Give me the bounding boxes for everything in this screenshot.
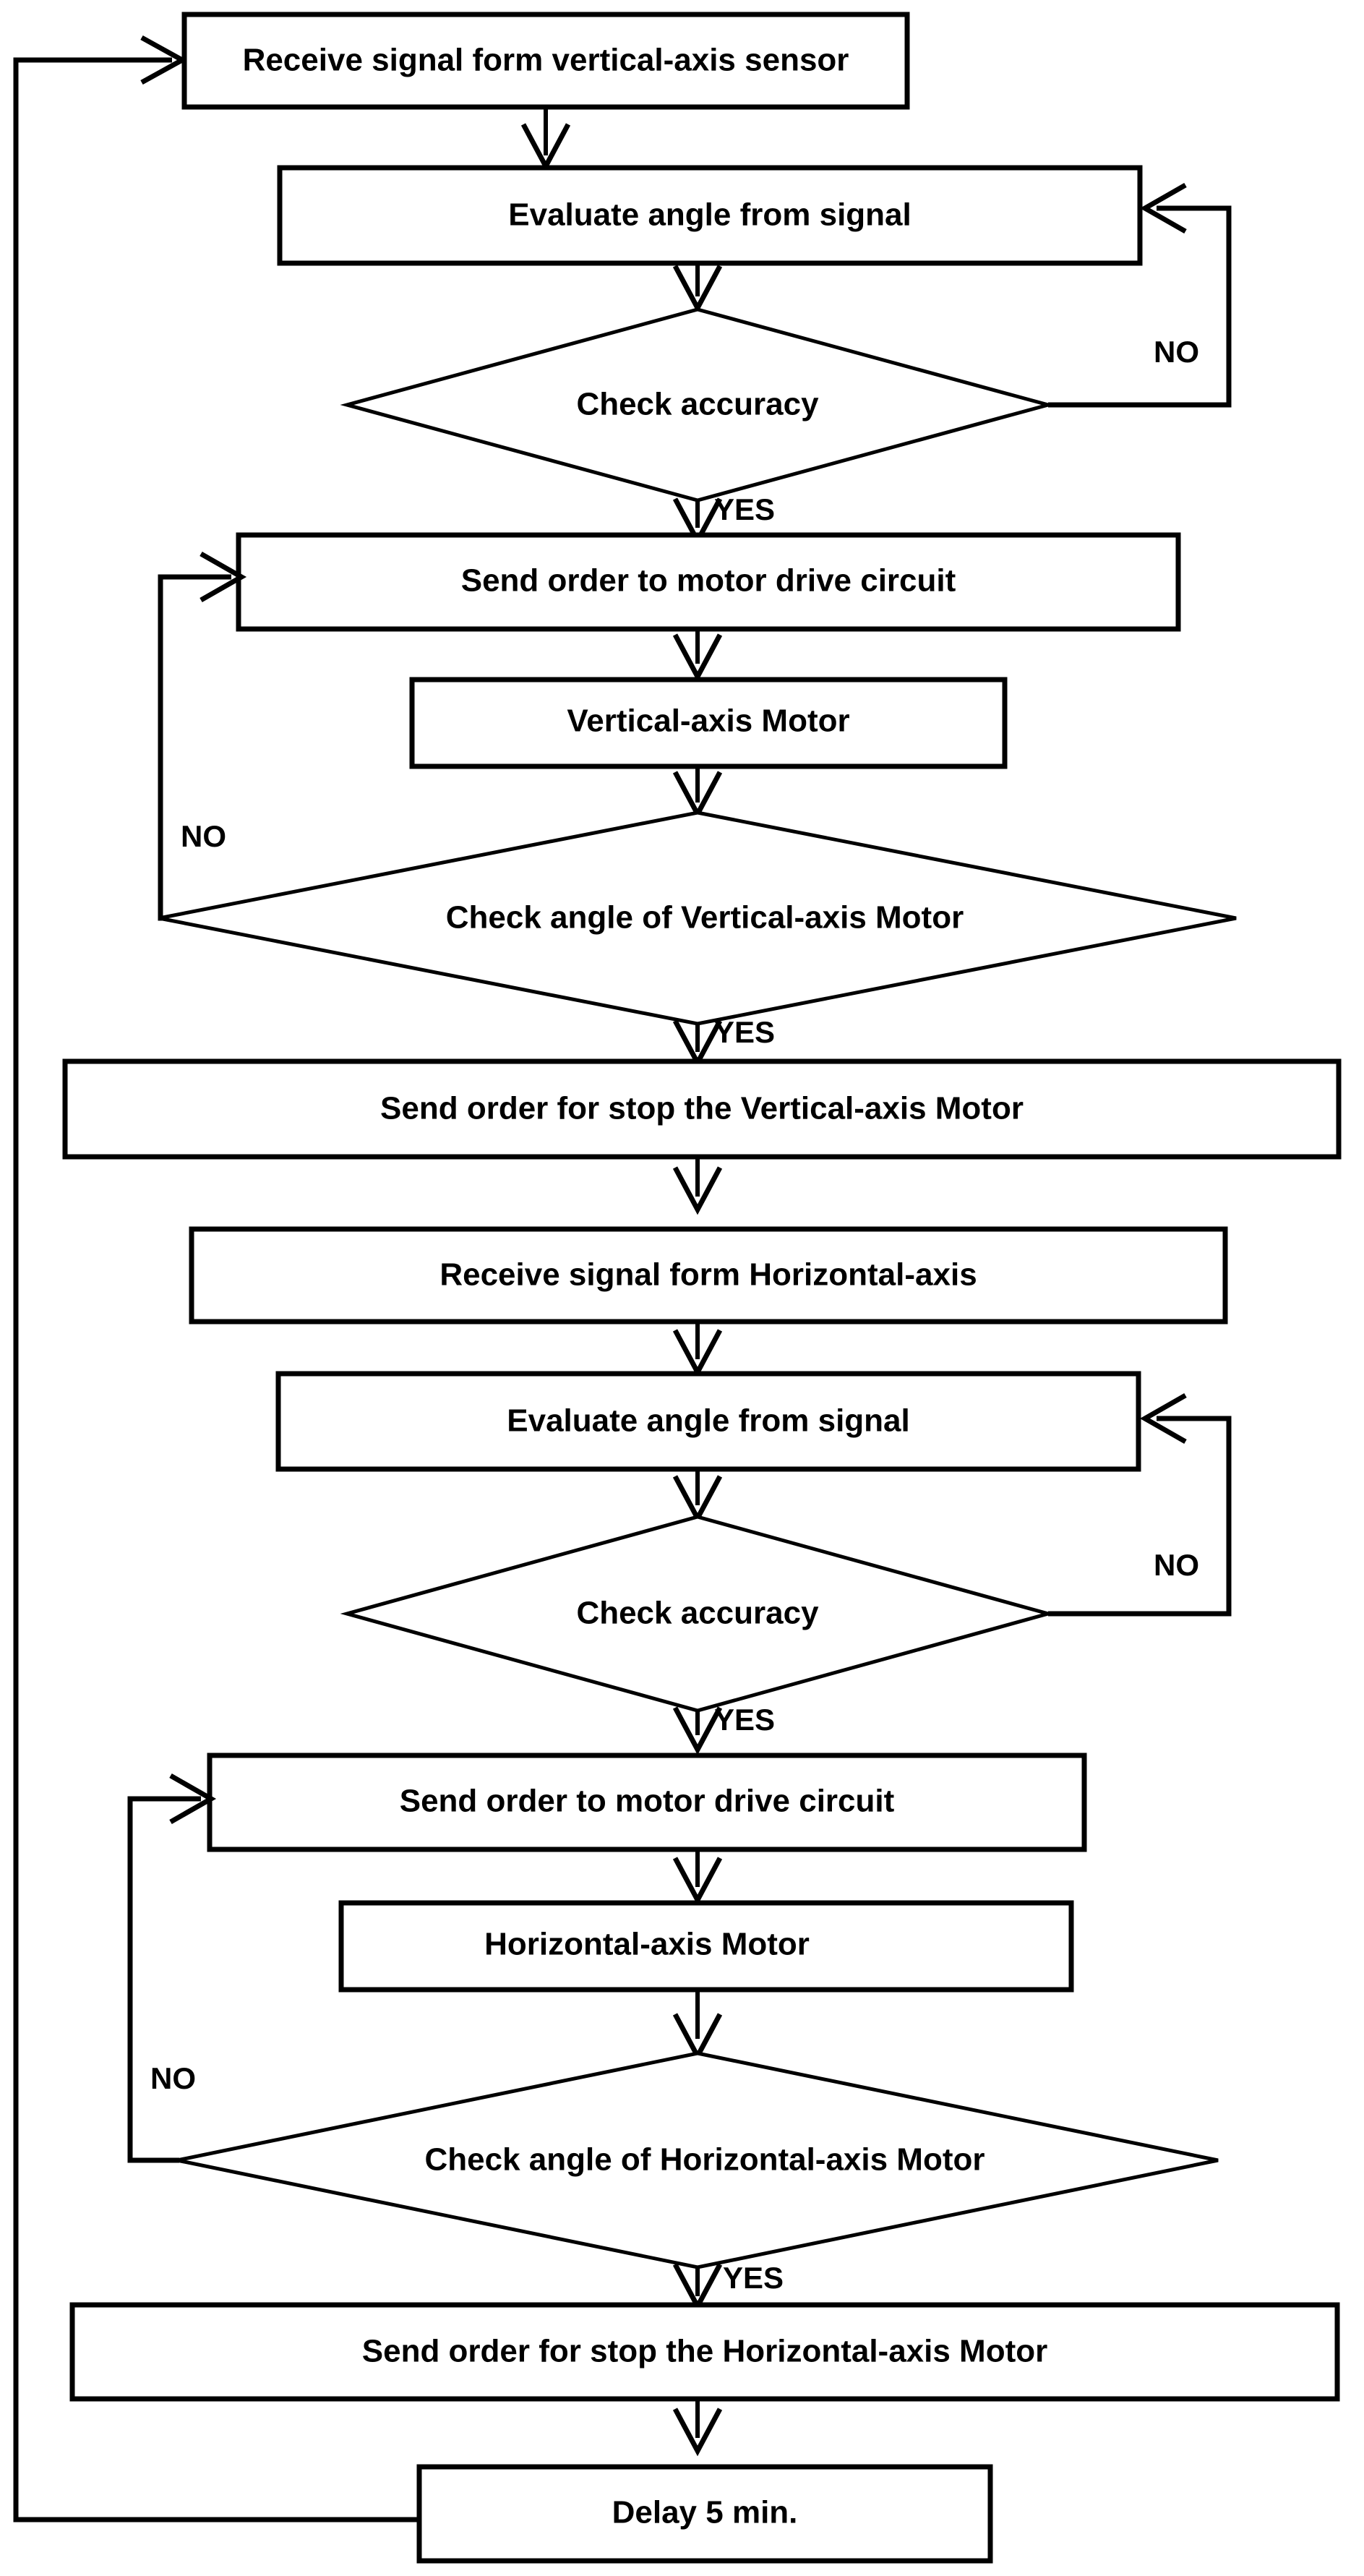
node-label: Evaluate angle from signal xyxy=(507,1403,910,1439)
node-evaluate-angle-from-signal-horizontal[interactable]: Evaluate angle from signal xyxy=(275,1371,1141,1472)
edge-n4-to-n5 xyxy=(672,629,723,682)
edge-n10-yes-to-n11: YES xyxy=(672,1703,775,1755)
branch-label-no: NO xyxy=(1154,335,1199,369)
node-horizontal-axis-motor[interactable]: Horizontal-axis Motor xyxy=(338,1900,1074,1993)
branch-label-no: NO xyxy=(181,819,226,853)
node-label: Delay 5 min. xyxy=(612,2495,798,2530)
node-label: Check accuracy xyxy=(576,387,819,422)
edge-n10-no-to-n9: NO xyxy=(1048,1392,1232,1617)
edge-n3-yes-to-n4: YES xyxy=(672,492,775,547)
branch-label-yes: YES xyxy=(714,1703,775,1737)
node-vertical-axis-motor[interactable]: Vertical-axis Motor xyxy=(409,677,1008,769)
node-label: Receive signal form Horizontal-axis xyxy=(439,1257,977,1293)
node-check-angle-vertical-axis-motor[interactable]: Check angle of Vertical-axis Motor xyxy=(158,810,1237,1026)
node-send-order-stop-vertical-axis-motor[interactable]: Send order for stop the Vertical-axis Mo… xyxy=(62,1058,1342,1160)
branch-label-yes: YES xyxy=(714,492,775,526)
node-label: Send order for stop the Vertical-axis Mo… xyxy=(380,1091,1024,1126)
edge-n13-no-to-n11: NO xyxy=(127,1773,217,2163)
node-label: Send order to motor drive circuit xyxy=(461,563,956,599)
node-evaluate-angle-from-signal-vertical[interactable]: Evaluate angle from signal xyxy=(277,165,1143,266)
node-check-angle-horizontal-axis-motor[interactable]: Check angle of Horizontal-axis Motor xyxy=(176,2051,1219,2269)
branch-label-no: NO xyxy=(1154,1548,1199,1582)
edge-n8-to-n9 xyxy=(672,1322,723,1378)
branch-label-yes: YES xyxy=(714,1015,775,1049)
node-label: Horizontal-axis Motor xyxy=(484,1927,810,1962)
edge-n3-no-to-n2: NO xyxy=(1048,182,1232,408)
node-label: Send order for stop the Horizontal-axis … xyxy=(362,2334,1048,2369)
node-check-accuracy-vertical[interactable]: Check accuracy xyxy=(340,307,1055,502)
node-label: Check angle of Vertical-axis Motor xyxy=(446,900,964,936)
node-label: Evaluate angle from signal xyxy=(508,197,912,233)
edge-n5-to-n6 xyxy=(672,766,723,820)
node-send-order-motor-drive-circuit-horizontal[interactable]: Send order to motor drive circuit xyxy=(207,1753,1087,1852)
node-delay-5-min[interactable]: Delay 5 min. xyxy=(416,2464,993,2564)
node-send-order-motor-drive-circuit-vertical[interactable]: Send order to motor drive circuit xyxy=(236,532,1181,632)
edge-n12-to-n13 xyxy=(672,1990,723,2062)
node-label: Check accuracy xyxy=(576,1596,819,1631)
node-label: Vertical-axis Motor xyxy=(567,703,849,739)
node-send-order-stop-horizontal-axis-motor[interactable]: Send order for stop the Horizontal-axis … xyxy=(69,2302,1340,2402)
edge-n1-to-n2 xyxy=(520,107,571,172)
node-check-accuracy-horizontal[interactable]: Check accuracy xyxy=(340,1515,1055,1713)
node-label: Receive signal form vertical-axis sensor xyxy=(243,43,849,78)
branch-label-yes: YES xyxy=(723,2261,784,2295)
edge-n6-yes-to-n7: YES xyxy=(672,1015,775,1069)
edge-n7-to-n8 xyxy=(672,1157,723,1215)
edge-n6-no-to-n4: NO xyxy=(158,551,247,921)
node-receive-signal-horizontal-axis[interactable]: Receive signal form Horizontal-axis xyxy=(189,1226,1228,1325)
edge-n2-to-n3 xyxy=(672,263,723,314)
edge-n14-to-n15 xyxy=(672,2399,723,2457)
edge-n9-to-n10 xyxy=(672,1469,723,1524)
branch-label-no: NO xyxy=(150,2061,196,2095)
node-label: Send order to motor drive circuit xyxy=(400,1784,895,1819)
edge-n11-to-n12 xyxy=(672,1849,723,1906)
node-label: Check angle of Horizontal-axis Motor xyxy=(425,2142,985,2178)
node-receive-signal-vertical-axis-sensor[interactable]: Receive signal form vertical-axis sensor xyxy=(181,12,910,110)
